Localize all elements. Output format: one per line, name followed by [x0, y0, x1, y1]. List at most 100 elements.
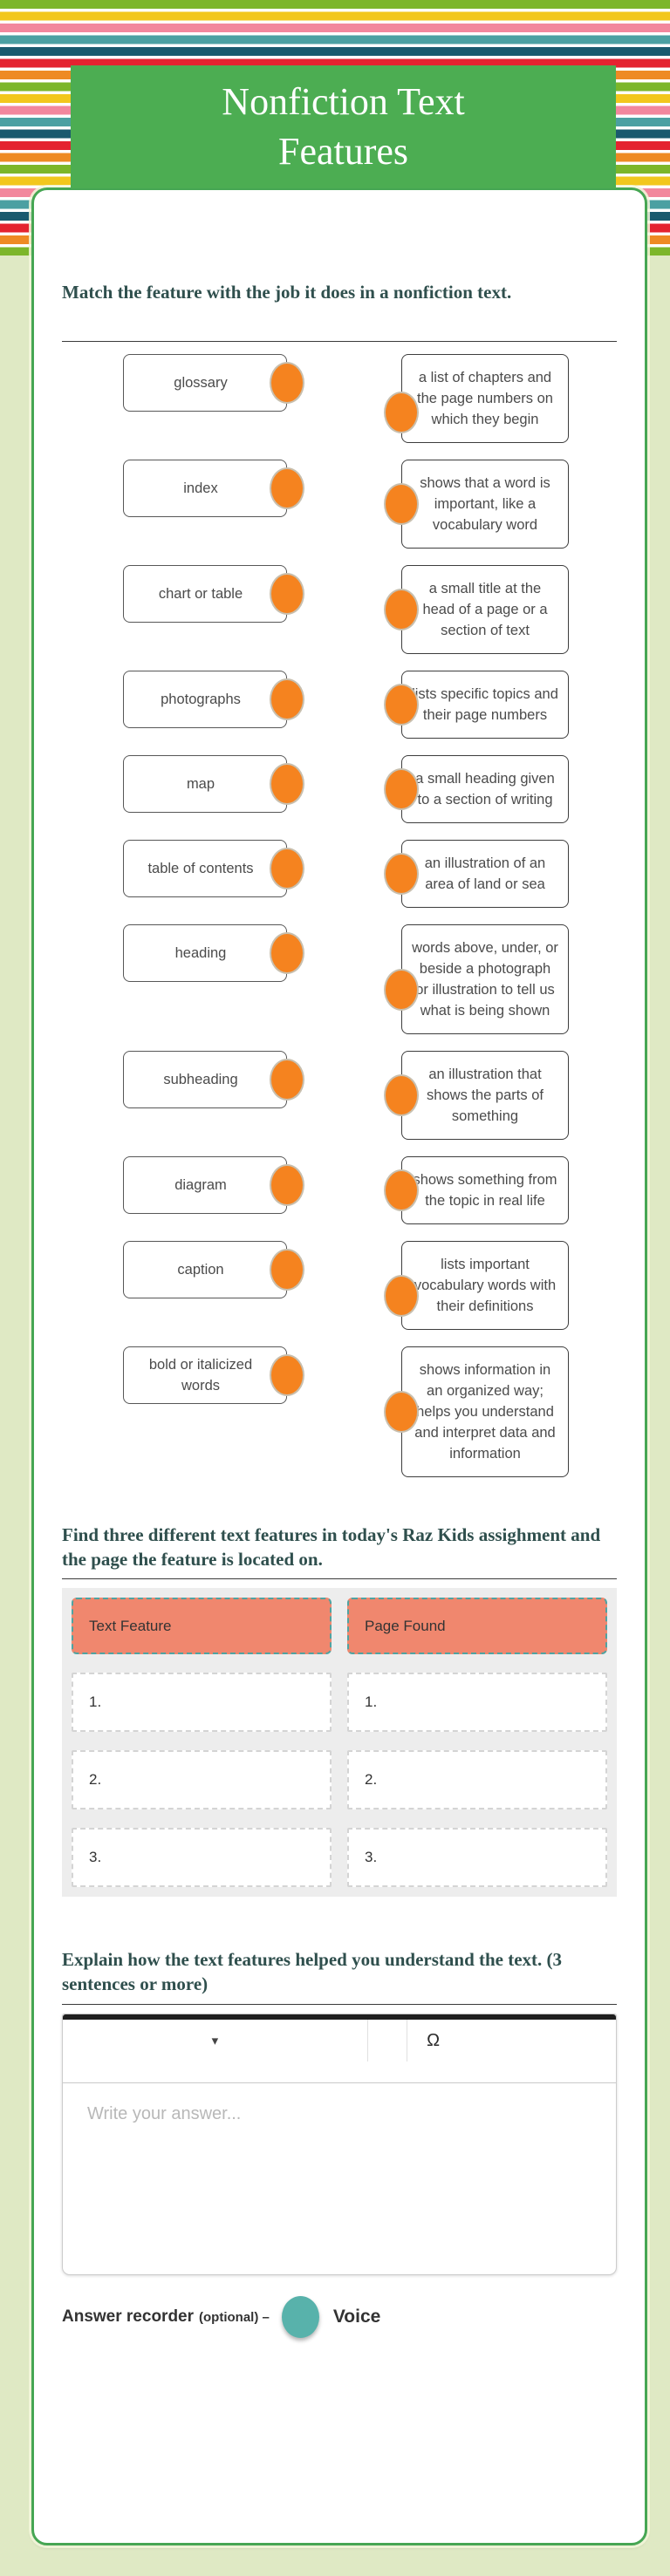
table-header-text-feature: Text Feature [72, 1598, 332, 1654]
table-instruction: Find three different text features in to… [62, 1524, 601, 1570]
definition-box[interactable]: a small heading given to a section of wr… [384, 755, 569, 823]
match-pair-row: table of contents an illustration of an … [123, 840, 617, 908]
connector-dot[interactable] [384, 969, 419, 1012]
match-pair-row: bold or italicized words shows informati… [123, 1346, 617, 1477]
definition-label: a list of chapters and the page numbers … [417, 370, 553, 427]
special-character-icon[interactable]: Ω [427, 2030, 441, 2050]
definition-box[interactable]: words above, under, or beside a photogra… [384, 924, 569, 1034]
connector-dot[interactable] [270, 1059, 304, 1101]
term-label: map [186, 776, 215, 792]
definition-box[interactable]: shows that a word is important, like a v… [384, 460, 569, 549]
definition-box[interactable]: lists important vocabulary words with th… [384, 1241, 569, 1330]
definition-box[interactable]: an illustration of an area of land or se… [384, 840, 569, 908]
definition-box[interactable]: an illustration that shows the parts of … [384, 1051, 569, 1140]
definition-label: lists important vocabulary words with th… [414, 1257, 557, 1314]
connector-dot[interactable] [270, 932, 304, 974]
toolbar-divider [366, 2020, 368, 2061]
term-label: index [183, 480, 218, 496]
text-feature-table: Text Feature Page Found 1. 1. 2. 2. 3. 3… [62, 1588, 617, 1897]
connector-dot[interactable] [270, 678, 304, 720]
title-banner: Nonfiction Text Features [71, 65, 616, 188]
connector-dot[interactable] [384, 684, 419, 726]
term-label: table of contents [147, 861, 254, 876]
connector-dot[interactable] [270, 1164, 304, 1206]
term-box[interactable]: photographs [123, 671, 304, 728]
definition-label: shows information in an organized way; h… [414, 1362, 556, 1462]
connector-dot[interactable] [384, 1169, 419, 1211]
connector-dot[interactable] [384, 1391, 419, 1433]
section-divider [62, 2004, 617, 2005]
connector-dot[interactable] [270, 362, 304, 404]
definition-box[interactable]: shows something from the topic in real l… [384, 1156, 569, 1224]
match-pair-row: chart or table a small title at the head… [123, 565, 617, 654]
connector-dot[interactable] [384, 768, 419, 810]
match-area: glossary a list of chapters and the page… [62, 354, 617, 1477]
connector-dot[interactable] [270, 763, 304, 805]
section-divider [62, 341, 617, 342]
table-answer-cell[interactable]: 3. [347, 1828, 607, 1887]
answer-textarea[interactable] [63, 2083, 616, 2274]
term-label: caption [177, 1262, 224, 1278]
term-box[interactable]: subheading [123, 1051, 304, 1108]
connector-dot[interactable] [270, 1249, 304, 1291]
term-box[interactable]: chart or table [123, 565, 304, 623]
definition-label: a small title at the head of a page or a… [422, 581, 548, 638]
definition-label: shows something from the topic in real l… [413, 1172, 557, 1209]
connector-dot[interactable] [270, 573, 304, 615]
term-box[interactable]: bold or italicized words [123, 1346, 304, 1404]
definition-box[interactable]: a small title at the head of a page or a… [384, 565, 569, 654]
term-label: heading [174, 945, 227, 961]
definition-box[interactable]: a list of chapters and the page numbers … [384, 354, 569, 443]
toolbar-format-dropdown[interactable]: ▾ [63, 2020, 367, 2061]
connector-dot[interactable] [270, 1354, 304, 1396]
definition-label: lists specific topics and their page num… [412, 686, 558, 723]
table-answer-cell[interactable]: 3. [72, 1828, 332, 1887]
connector-dot[interactable] [384, 483, 419, 525]
chevron-down-icon[interactable]: ▾ [211, 2034, 219, 2048]
table-answer-cell[interactable]: 1. [72, 1673, 332, 1732]
term-label: photographs [161, 692, 241, 707]
term-box[interactable]: map [123, 755, 304, 813]
voice-record-button[interactable] [281, 2296, 319, 2338]
term-label: subheading [163, 1072, 238, 1087]
answer-recorder-row: Answer recorder (optional) – Voice [62, 2296, 617, 2338]
editor-toolbar: ▾ Ω [63, 2020, 616, 2083]
connector-dot[interactable] [384, 392, 419, 433]
table-answer-cell[interactable]: 1. [347, 1673, 607, 1732]
voice-label: Voice [332, 2307, 381, 2327]
definition-box[interactable]: lists specific topics and their page num… [384, 671, 569, 739]
worksheet-title: Nonfiction Text Features [222, 80, 465, 173]
connector-dot[interactable] [384, 1074, 419, 1116]
term-box[interactable]: glossary [123, 354, 304, 412]
term-box[interactable]: index [123, 460, 304, 517]
connector-dot[interactable] [270, 848, 304, 889]
editor-content-area [63, 2083, 616, 2274]
definition-label: a small heading given to a section of wr… [415, 771, 555, 808]
term-box[interactable]: diagram [123, 1156, 304, 1214]
connector-dot[interactable] [270, 467, 304, 509]
definition-label: shows that a word is important, like a v… [420, 475, 550, 533]
match-pair-row: subheading an illustration that shows th… [123, 1051, 617, 1140]
match-pair-row: photographs lists specific topics and th… [123, 671, 617, 739]
connector-dot[interactable] [384, 589, 419, 630]
connector-dot[interactable] [384, 1275, 419, 1317]
match-pair-row: index shows that a word is important, li… [123, 460, 617, 549]
match-pair-row: map a small heading given to a section o… [123, 755, 617, 823]
table-answer-cell[interactable]: 2. [72, 1750, 332, 1809]
term-box[interactable]: caption [123, 1241, 304, 1298]
match-instruction: Match the feature with the job it does i… [62, 282, 512, 303]
definition-label: an illustration that shows the parts of … [427, 1067, 544, 1124]
term-label: bold or italicized words [148, 1357, 253, 1394]
term-label: glossary [174, 375, 228, 391]
section-divider [62, 1578, 617, 1579]
term-box[interactable]: table of contents [123, 840, 304, 897]
table-answer-cell[interactable]: 2. [347, 1750, 607, 1809]
term-label: diagram [174, 1177, 227, 1193]
connector-dot[interactable] [384, 853, 419, 895]
definition-box[interactable]: shows information in an organized way; h… [384, 1346, 569, 1477]
term-label: chart or table [158, 586, 243, 602]
term-box[interactable]: heading [123, 924, 304, 982]
answer-recorder-label: Answer recorder [62, 2307, 195, 2326]
definition-label: an illustration of an area of land or se… [424, 855, 546, 892]
rich-text-editor: ▾ Ω [62, 2014, 617, 2275]
